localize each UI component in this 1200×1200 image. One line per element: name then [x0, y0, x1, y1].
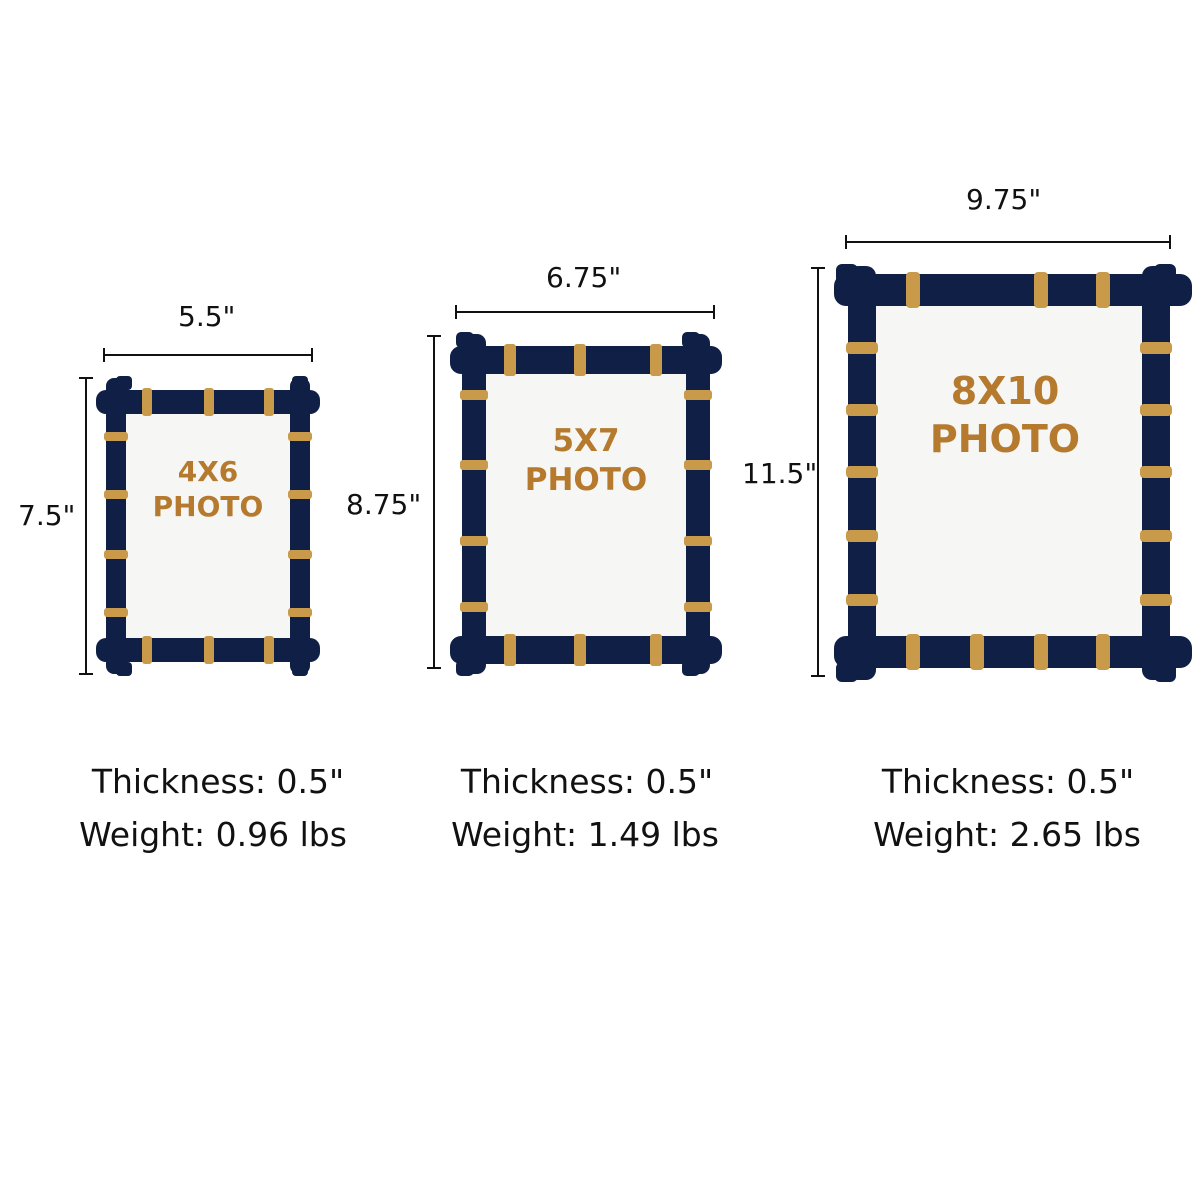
bamboo-frame-4x6: 4X6 PHOTO: [96, 376, 320, 676]
thickness-8x10: Thickness: 0.5": [881, 762, 1135, 801]
photo-size-label-8x10: 8X10 PHOTO: [826, 368, 1184, 463]
photo-size: 8X10: [950, 369, 1060, 413]
width-label-8x10: 9.75": [966, 183, 1042, 216]
thickness-5x7: Thickness: 0.5": [460, 762, 714, 801]
height-measure-line-8x10: [811, 267, 825, 677]
weight-4x6: Weight: 0.96 lbs: [79, 815, 347, 854]
height-label-5x7: 8.75": [346, 488, 422, 521]
photo-size-label-4x6: 4X6 PHOTO: [96, 454, 320, 524]
width-measure-line-8x10: [845, 235, 1171, 249]
width-measure-line-4x6: [103, 348, 313, 362]
photo-size-label-5x7: 5X7 PHOTO: [450, 422, 722, 500]
height-label-4x6: 7.5": [18, 499, 76, 532]
bamboo-frame-graphic: [450, 332, 722, 676]
photo-word: PHOTO: [929, 416, 1081, 461]
width-label-5x7: 6.75": [546, 261, 622, 294]
bamboo-frame-8x10: 8X10 PHOTO: [834, 264, 1192, 684]
photo-size: 4X6: [177, 455, 239, 488]
photo-size: 5X7: [552, 423, 620, 459]
height-measure-line-4x6: [79, 377, 93, 675]
weight-8x10: Weight: 2.65 lbs: [873, 815, 1141, 854]
thickness-4x6: Thickness: 0.5": [91, 762, 345, 801]
height-label-8x10: 11.5": [742, 457, 818, 490]
photo-word: PHOTO: [152, 490, 264, 523]
bamboo-frame-graphic: [96, 376, 320, 676]
width-measure-line-5x7: [455, 305, 715, 319]
photo-word: PHOTO: [524, 461, 648, 498]
bamboo-frame-5x7: 5X7 PHOTO: [450, 332, 722, 676]
bamboo-frame-graphic: [834, 264, 1192, 682]
width-label-4x6: 5.5": [178, 300, 236, 333]
weight-5x7: Weight: 1.49 lbs: [451, 815, 719, 854]
height-measure-line-5x7: [427, 335, 441, 669]
